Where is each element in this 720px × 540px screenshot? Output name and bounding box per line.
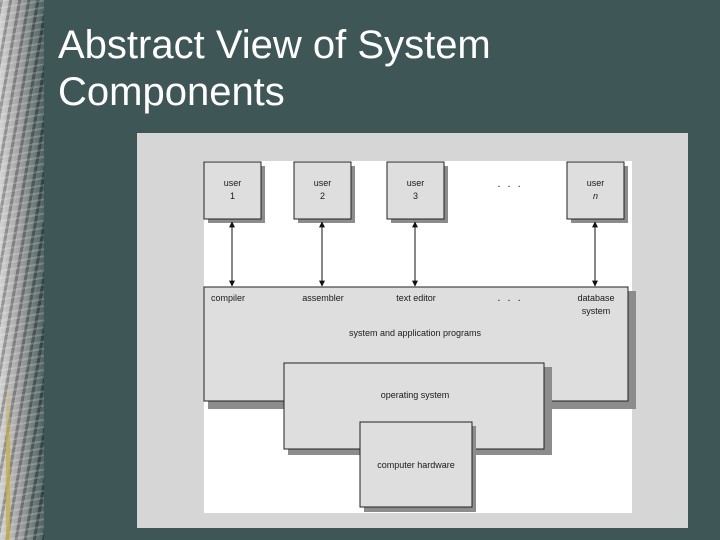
decorative-side-strip [0, 0, 44, 540]
program-compiler: compiler [211, 293, 245, 303]
decorative-line [6, 380, 10, 540]
programs-ellipsis: . . . [497, 292, 522, 304]
layer-programs-label: system and application programs [349, 328, 482, 338]
user-box-3: user 3 [386, 161, 448, 223]
user-3-label: user [407, 178, 425, 188]
user-3-number: 3 [413, 191, 418, 201]
user-2-label: user [314, 178, 332, 188]
user-box-n: user n [566, 161, 628, 223]
program-assembler: assembler [302, 293, 344, 303]
program-database-line-1: database [577, 293, 614, 303]
slide-title-line-2: Components [58, 70, 285, 114]
user-2-number: 2 [320, 191, 325, 201]
diagram-panel: user 1 user 2 user 3 . . . user n [137, 133, 688, 528]
users-ellipsis: . . . [497, 178, 522, 190]
layer-hardware-label: computer hardware [377, 460, 455, 470]
user-n-number: n [593, 191, 598, 201]
user-box-2: user 2 [293, 161, 355, 223]
layer-os-label: operating system [381, 390, 450, 400]
slide-title: Abstract View of System Components [58, 22, 698, 116]
user-1-number: 1 [230, 191, 235, 201]
program-text-editor: text editor [396, 293, 436, 303]
user-1-label: user [224, 178, 242, 188]
user-box-1: user 1 [203, 161, 265, 223]
program-database-line-2: system [582, 306, 611, 316]
layer-computer-hardware: computer hardware [359, 421, 476, 512]
system-components-diagram: user 1 user 2 user 3 . . . user n [203, 161, 636, 513]
slide-title-line-1: Abstract View of System [58, 23, 491, 67]
user-n-label: user [587, 178, 605, 188]
